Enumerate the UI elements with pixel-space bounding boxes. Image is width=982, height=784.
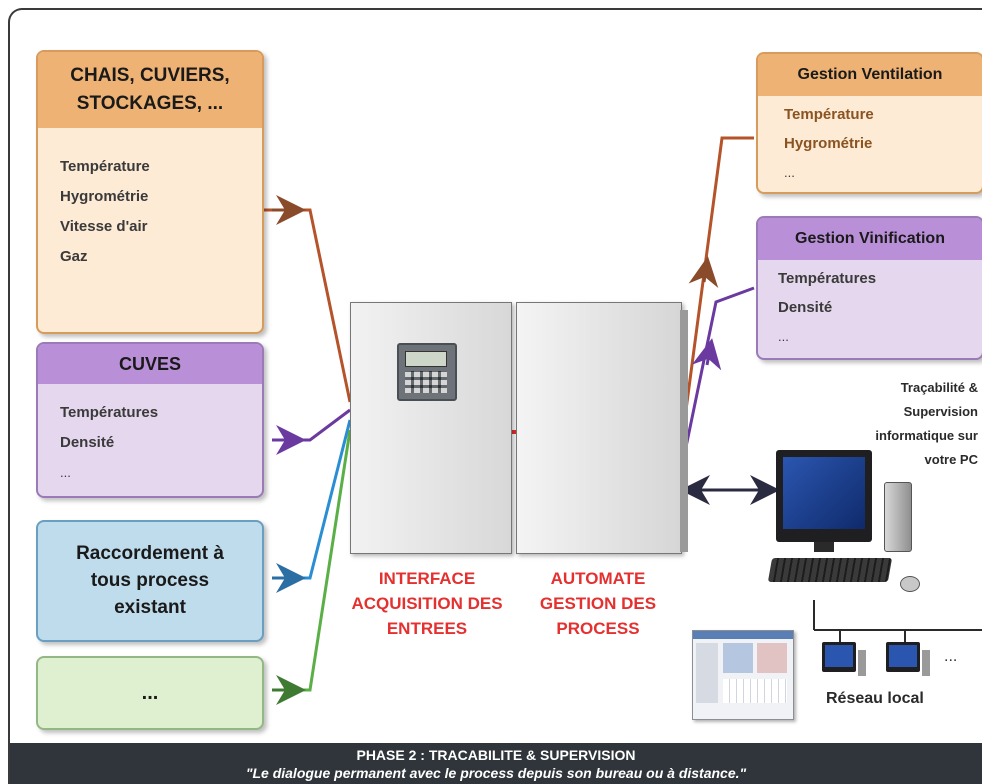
vinification-item: Densité [778,299,833,316]
chais-box: CHAIS, CUVIERS, STOCKAGES, ... Températu… [36,50,264,334]
ventilation-box: Gestion Ventilation Température Hygromét… [756,52,982,194]
pc-monitor-icon [776,450,872,552]
chais-item: Vitesse d'air [60,218,148,235]
chais-item: Température [60,158,150,175]
footer-banner: PHASE 2 : TRACABILITE & SUPERVISION "Le … [10,743,982,784]
connection-wires [256,136,982,705]
chais-box-title: CHAIS, CUVIERS, STOCKAGES, ... [38,52,262,128]
cuves-box: CUVES Températures Densité ... [36,342,264,498]
other-process-text: ... [141,682,159,704]
network-more: ... [944,648,958,665]
footer-subtitle: "Le dialogue permanent avec le process d… [245,765,747,781]
vinification-box: Gestion Vinification Températures Densit… [756,216,982,360]
cabinet-side [680,310,688,552]
mouse-icon [900,576,920,592]
ventilation-item: Hygrométrie [784,135,873,152]
interface-label: INTERFACE ACQUISITION DES ENTREES [351,569,503,638]
raccordement-text: Raccordement à tous process existant [76,543,224,618]
vinification-item: Températures [778,270,877,287]
raccordement-box: Raccordement à tous process existant [36,520,264,642]
wire-cuves [272,408,351,442]
network-workstation-icon [822,642,856,672]
cuves-item: Températures [60,404,159,421]
automate-label: AUTOMATE GESTION DES PROCESS [539,569,657,638]
network-workstation-icon [886,642,920,672]
control-panel-icon [397,343,457,401]
diagram-frame: CHAIS, CUVIERS, STOCKAGES, ... Températu… [8,8,982,784]
cuves-item: Densité [60,434,115,451]
arrow-vinification-up [691,338,722,371]
network-label: Réseau local [826,690,924,707]
wire-chais [256,208,352,403]
network-tower-icon [858,650,866,676]
pc-tower-icon [884,482,912,552]
wire-ventilation [684,136,754,411]
automate-cabinet [516,302,682,554]
other-process-box: ... [36,656,264,730]
interface-cabinet [350,302,512,554]
vinification-box-title: Gestion Vinification [758,218,982,260]
wire-vinification [684,286,755,448]
cuves-item: ... [60,465,71,480]
arrow-ventilation-up [688,256,719,288]
network-tower-icon [922,650,930,676]
cuves-box-title: CUVES [38,344,262,384]
ventilation-item: Température [784,106,874,123]
ventilation-item-list: Température Hygrométrie ... [758,96,982,187]
chais-item: Gaz [60,248,88,265]
footer-title: PHASE 2 : TRACABILITE & SUPERVISION [356,747,636,763]
software-screenshot [692,630,794,720]
ventilation-box-title: Gestion Ventilation [758,54,982,96]
vinification-item-list: Températures Densité ... [758,260,982,351]
supervision-text: Traçabilité & Supervision informatique s… [875,380,978,467]
chais-item-list: Température Hygrométrie Vitesse d'air Ga… [38,128,262,272]
vinification-item: ... [778,329,789,344]
chais-item: Hygrométrie [60,188,149,205]
keyboard-icon [767,558,893,582]
ventilation-item: ... [784,165,795,180]
cuves-item-list: Températures Densité ... [38,384,262,488]
